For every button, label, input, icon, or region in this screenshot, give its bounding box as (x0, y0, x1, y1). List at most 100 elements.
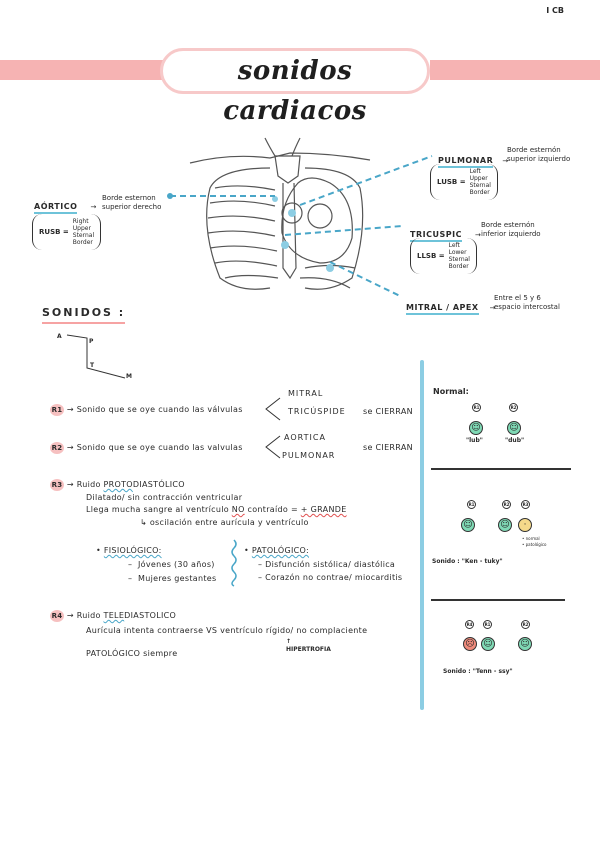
r3-line-3: ↳ oscilación entre aurícula y ventrículo (140, 518, 309, 527)
normal-label: Normal: (433, 387, 469, 396)
r1-valve-2: TRICÚSPIDE (288, 407, 346, 416)
normal-r1-badge: R1 (472, 403, 481, 412)
sad-face-icon: ☹ (463, 637, 477, 651)
mitral-desc-line: espacio intercostal (494, 303, 560, 311)
r2-brace (265, 435, 281, 459)
r1-text: Sonido que se oye cuando las válvulas (76, 405, 243, 414)
ribcage-outline (189, 137, 371, 290)
r3-group-r3-badge: R3 (521, 500, 530, 509)
mnemonic-p: P (89, 338, 94, 345)
normal-r2-caption: "dub" (505, 437, 525, 444)
tricuspid-label-group: TRICUSPIC → (410, 222, 481, 242)
mnemonic-t: T (90, 362, 95, 369)
wavy-divider (231, 539, 237, 587)
r1-valve-1: MITRAL (288, 389, 324, 398)
r1-row: R1 → Sonido que se oye cuando las válvul… (50, 404, 243, 416)
aortic-desc-line: Borde esternon (102, 194, 156, 202)
fisiologico-item: – Mujeres gestantes (128, 574, 217, 583)
r4-group-r4-badge: R4 (465, 620, 474, 629)
happy-face-icon: ☺ (469, 421, 483, 435)
r3-sound: Sonido : "Ken - tuky" (432, 558, 503, 565)
happy-face-icon: ☺ (461, 518, 475, 532)
r4-group-r2-badge: R2 (521, 620, 530, 629)
normal-r2-badge: R2 (509, 403, 518, 412)
normal-r1-caption: "lub" (466, 437, 483, 444)
happy-face-icon: ☺ (481, 637, 495, 651)
r3-highlight: PROTO (103, 480, 133, 489)
tricuspid-label: TRICUSPIC (410, 230, 462, 242)
r2-valve-1: AORTICA (284, 433, 326, 442)
r2-text: Sonido que se oye cuando las valvulas (76, 443, 243, 452)
title-band-left (0, 60, 165, 80)
aptm-mnemonic-diagram (66, 334, 126, 379)
pulmonary-abbr: LUSB = (437, 178, 466, 186)
mitral-label: MITRAL / APEX (406, 303, 479, 315)
mitral-desc-line: Entre el 5 y 6 (494, 294, 541, 302)
sidebar-separator (431, 599, 565, 601)
r4-group-r1-badge: R1 (483, 620, 492, 629)
happy-face-icon: ☺ (507, 421, 521, 435)
arrow-icon: → (502, 157, 509, 165)
r3-notes: • normal • patológico (522, 536, 547, 547)
page-number: I CB (546, 6, 564, 15)
r4-line-2: PATOLÓGICO siempre (86, 649, 178, 658)
fisiologico-title: • FISIOLÓGICO: (96, 546, 162, 555)
patologico-title: • PATOLÓGICO: (244, 546, 309, 555)
r1-badge: R1 (50, 404, 64, 416)
page-title: sonidos cardiacos (223, 56, 367, 126)
mitral-pointer (329, 261, 401, 297)
vertical-divider (420, 360, 424, 710)
arrow-icon: → (489, 304, 496, 312)
arrow-icon: → (90, 203, 97, 211)
r3-group-r2-badge: R2 (502, 500, 511, 509)
neutral-face-icon: · (518, 518, 532, 532)
r2-badge: R2 (50, 442, 64, 454)
mnemonic-a: A (57, 333, 62, 340)
tricuspid-desc: Borde esternón inferior izquierdo (481, 221, 541, 239)
r4-note: HIPERTROFIA (286, 646, 331, 653)
r1-brace (265, 397, 281, 421)
r4-title-row: R4 → Ruido TELEDIASTOLICO (50, 610, 177, 622)
aortic-desc: Borde esternon superior derecho (102, 194, 161, 212)
pulmonary-label-group: PULMONAR → (438, 148, 509, 168)
r4-sound: Sonido : "Tenn - ssy" (443, 668, 513, 675)
happy-face-icon: ☺ (498, 518, 512, 532)
r4-highlight: TELE (103, 611, 125, 620)
r3-line-1: Dilatado/ sin contracción ventricular (86, 493, 243, 502)
pulmonary-label: PULMONAR (438, 156, 494, 168)
sonidos-heading: SONIDOS : (42, 306, 126, 324)
pointer-lines (167, 155, 433, 297)
mitral-label-group: MITRAL / APEX → (406, 295, 496, 315)
tricuspid-abbr: LLSB = (417, 252, 445, 260)
pulmonary-desc-line: Borde esternón (507, 146, 561, 154)
r3-group-r1-badge: R1 (467, 500, 476, 509)
fisiologico-item: – Jóvenes (30 años) (128, 560, 215, 569)
sidebar-separator (431, 468, 571, 470)
aortic-abbr: RUSB = (39, 228, 69, 236)
aortic-label-group: AÓRTICO → (34, 194, 97, 214)
r1-suffix: se CIERRAN (363, 407, 413, 416)
pulmonary-desc: Borde esternón superior izquierdo (507, 146, 570, 164)
r4-arrow-up: ↑ (286, 638, 292, 645)
r3-line-2: Llega mucha sangre al ventrículo NO cont… (86, 505, 347, 514)
happy-face-icon: ☺ (518, 637, 532, 651)
title-band-right (430, 60, 600, 80)
r2-row: R2 → Sonido que se oye cuando las valvul… (50, 442, 243, 454)
mnemonic-m: M (126, 373, 132, 380)
r4-line-1: Aurícula intenta contraerse VS ventrícul… (86, 626, 368, 635)
pulmonary-pointer (299, 155, 433, 206)
tricuspid-desc-line: inferior izquierdo (481, 230, 541, 238)
aortic-desc-line: superior derecho (102, 203, 162, 211)
aortic-label: AÓRTICO (34, 202, 78, 214)
title-box: sonidos cardiacos (160, 48, 430, 126)
r3-title-row: R3 → Ruido PROTODIASTÓLICO (50, 479, 185, 491)
tricuspid-desc-line: Borde esternón (481, 221, 535, 229)
pulmonary-desc-line: superior izquierdo (507, 155, 571, 163)
auscultation-markers (272, 196, 334, 272)
r4-badge: R4 (50, 610, 64, 622)
